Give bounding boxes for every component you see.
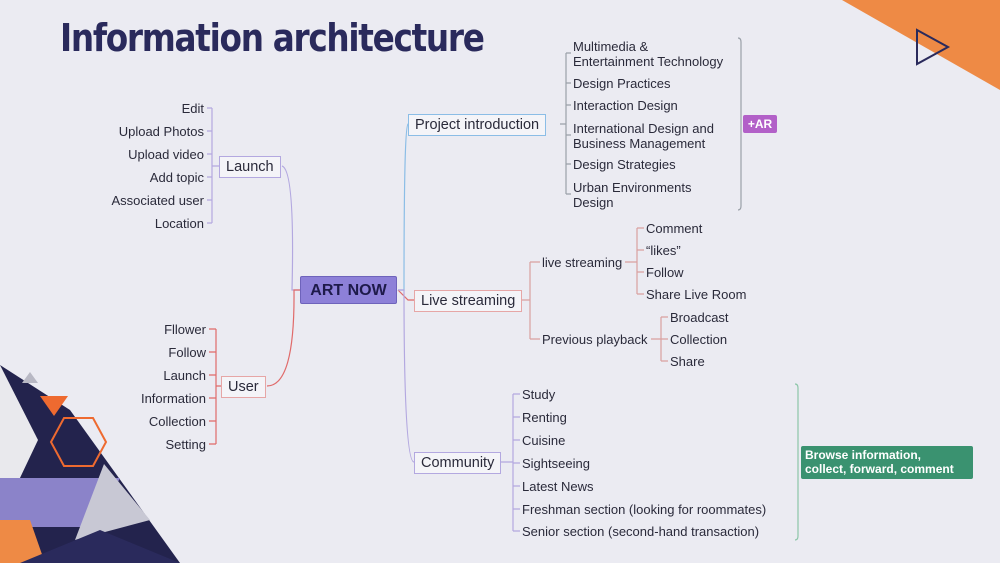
- leaf-design-practices: Design Practices: [573, 76, 671, 91]
- leaf-renting: Renting: [522, 410, 567, 425]
- leaf-associated-user: Associated user: [111, 193, 205, 208]
- leaf-latest-news: Latest News: [522, 479, 594, 494]
- leaf-upload-video: Upload video: [128, 147, 204, 162]
- center-node: ART NOW: [300, 276, 397, 304]
- leaf-follow: Follow: [168, 345, 206, 360]
- leaf-comment: Comment: [646, 221, 703, 236]
- leaf-edit: Edit: [181, 101, 204, 116]
- subnode-live-streaming: live streaming: [542, 255, 623, 270]
- grey-triangle-shape: [75, 464, 150, 540]
- ar-tag: +AR: [743, 115, 777, 133]
- leaf-broadcast: Broadcast: [670, 310, 729, 325]
- leaf-fllower: Fllower: [164, 322, 206, 337]
- leaf-multimedia-line2: Entertainment Technology: [573, 54, 724, 69]
- leaf-add-topic: Add topic: [149, 170, 204, 185]
- leaf-likes: “likes”: [646, 243, 681, 258]
- leaf-design-strategies: Design Strategies: [573, 157, 676, 172]
- leaf-cuisine: Cuisine: [522, 433, 566, 448]
- navy-bottom-shape: [20, 530, 180, 563]
- leaf-multimedia-line1: Multimedia &: [573, 39, 649, 54]
- orange-bottom-shape: [0, 520, 45, 563]
- subnode-previous-playback: Previous playback: [542, 332, 648, 347]
- leaf-senior-section: Senior section (second-hand transaction): [522, 524, 760, 539]
- page-title: Information architecture: [60, 16, 485, 60]
- leaf-collection: Collection: [148, 414, 206, 429]
- leaf-share-live-room: Share Live Room: [646, 287, 747, 302]
- browse-tag-line2: collect, forward, comment: [805, 462, 954, 476]
- leaf-sightseeing: Sightseeing: [522, 456, 590, 471]
- leaf-setting: Setting: [165, 437, 206, 452]
- node-user: User: [221, 376, 266, 398]
- leaf-launch: Launch: [163, 368, 206, 383]
- orange-corner-shape: [842, 0, 1000, 90]
- leaf-live-follow: Follow: [646, 265, 684, 280]
- leaf-study: Study: [522, 387, 556, 402]
- node-launch: Launch: [219, 156, 281, 178]
- leaf-upload-photos: Upload Photos: [118, 124, 204, 139]
- node-community: Community: [414, 452, 502, 474]
- orange-hexagon-shape: [49, 417, 108, 467]
- node-project-introduction: Project introduction: [408, 114, 547, 136]
- leaf-international-line1: International Design and: [573, 121, 714, 136]
- leaf-playback-collection: Collection: [670, 332, 728, 347]
- leaf-urban-line1: Urban Environments: [573, 180, 692, 195]
- leaf-international-line2: Business Management: [573, 136, 706, 151]
- node-live-streaming: Live streaming: [414, 290, 523, 312]
- orange-small-triangle: [40, 396, 68, 416]
- leaf-urban-line2: Design: [573, 195, 614, 210]
- leaf-interaction-design: Interaction Design: [573, 98, 678, 113]
- leaf-information: Information: [140, 391, 206, 406]
- browse-tag-line1: Browse information,: [805, 448, 922, 462]
- leaf-freshman-section: Freshman section (looking for roommates): [522, 502, 767, 517]
- leaf-share: Share: [670, 354, 705, 369]
- leaf-location: Location: [154, 216, 204, 231]
- play-triangle-icon: [916, 28, 951, 66]
- browse-tag: Browse information, collect, forward, co…: [801, 446, 973, 479]
- grey-small-triangle: [22, 372, 38, 383]
